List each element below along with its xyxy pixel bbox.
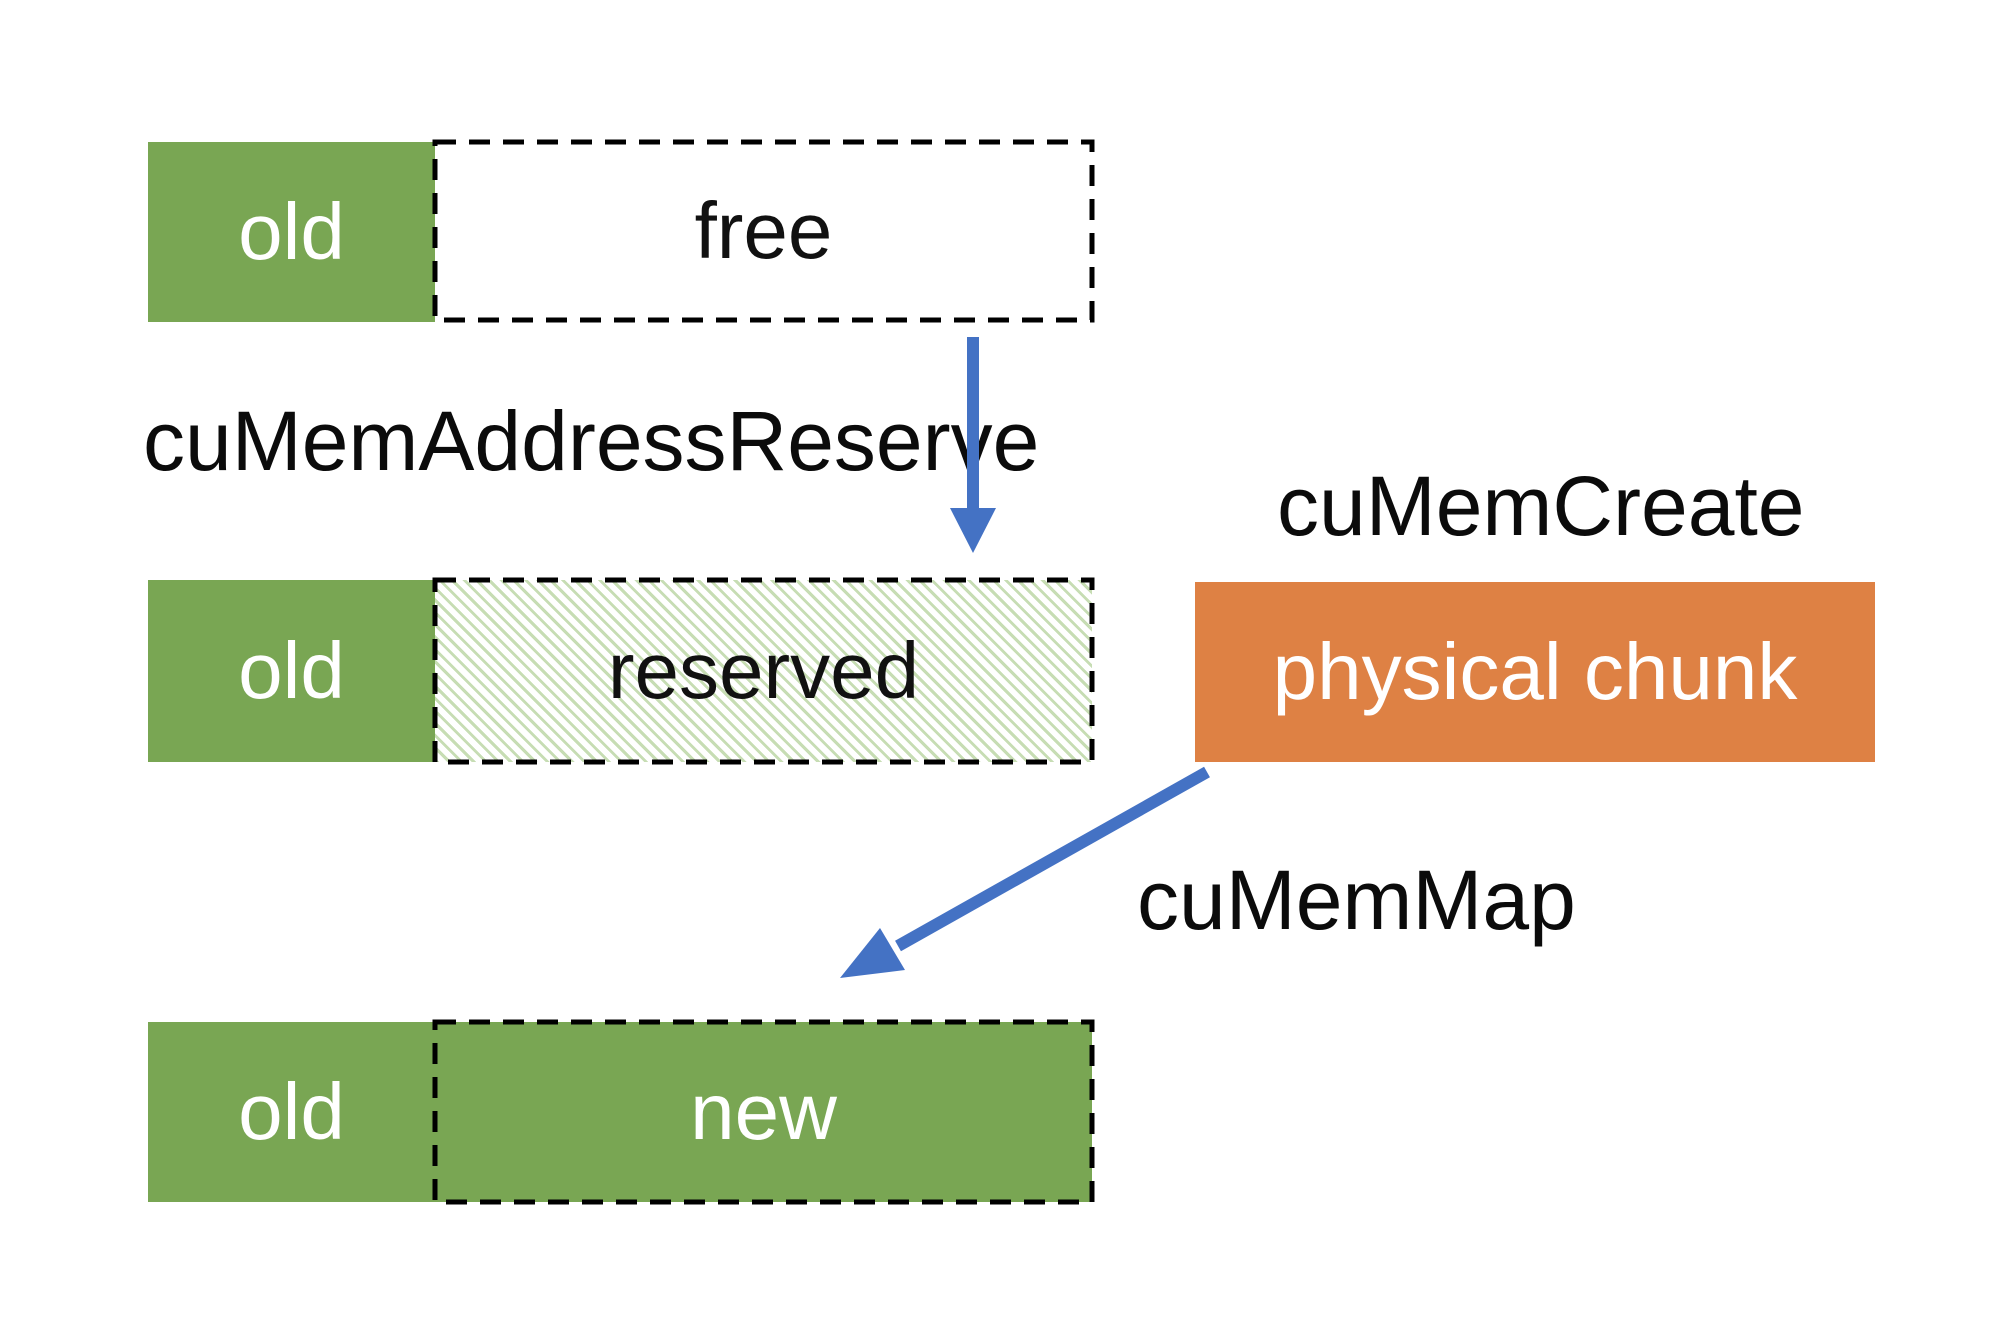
physical-chunk-block: physical chunk	[1195, 582, 1875, 762]
old-block-row1: old	[148, 142, 435, 322]
old-block-row3: old	[148, 1022, 435, 1202]
new-block: new	[435, 1022, 1092, 1202]
old-block-row3-label: old	[238, 1067, 345, 1156]
old-block-row1-label: old	[238, 187, 345, 276]
cumem-create-label: cuMemCreate	[1277, 459, 1805, 553]
reserved-block: reserved	[435, 580, 1092, 762]
cumem-address-reserve-label: cuMemAddressReserve	[143, 394, 1040, 488]
old-block-row2: old	[148, 580, 435, 762]
new-block-label: new	[690, 1067, 837, 1156]
cumem-map-label: cuMemMap	[1137, 853, 1576, 947]
free-block: free	[435, 142, 1092, 320]
physical-chunk-label: physical chunk	[1272, 627, 1798, 716]
free-block-label: free	[694, 186, 833, 275]
reserved-block-label: reserved	[607, 626, 920, 715]
old-block-row2-label: old	[238, 626, 345, 715]
